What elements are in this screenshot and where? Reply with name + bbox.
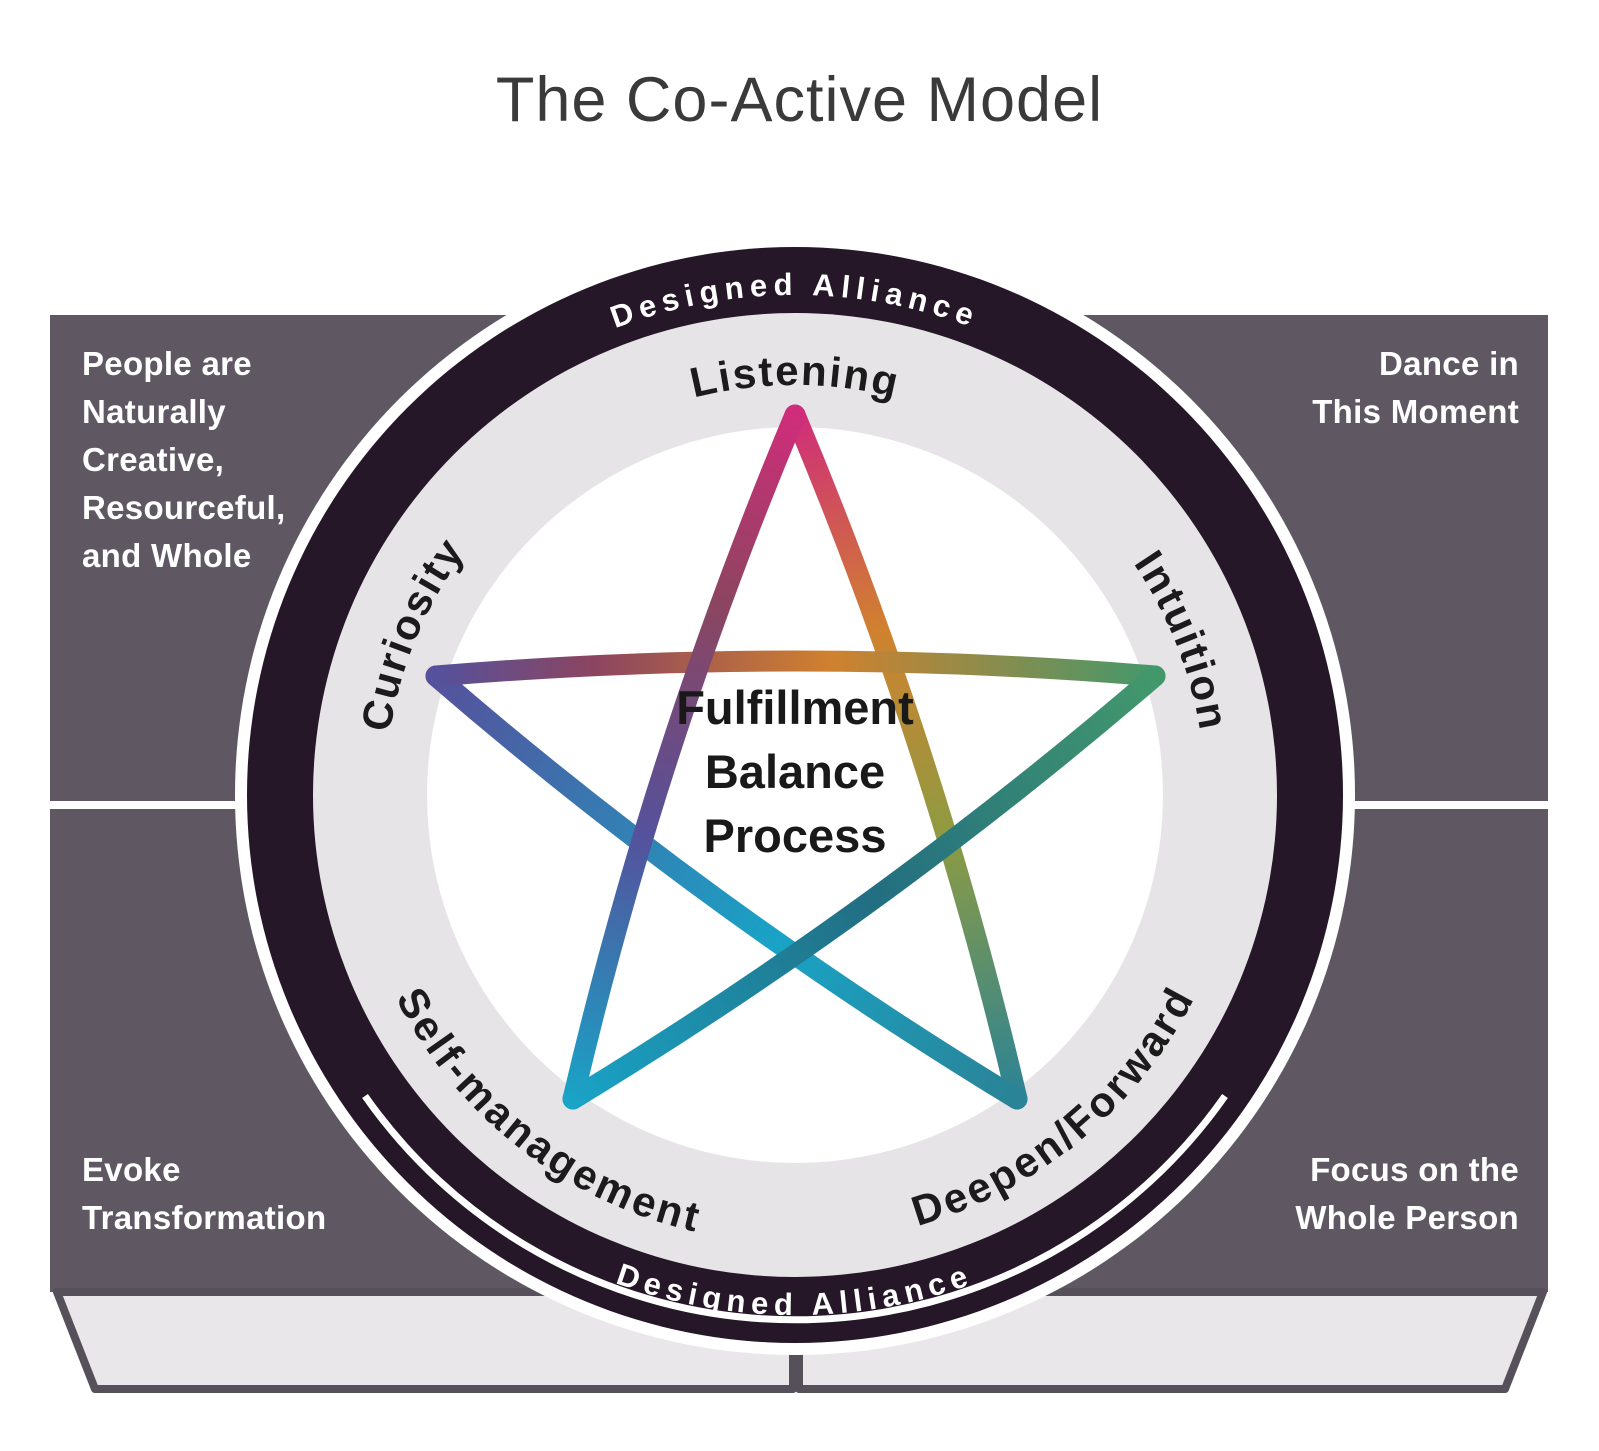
- quadrant-text-people-are-ncrw: People are Naturally Creative, Resourcef…: [82, 345, 286, 574]
- center-label-balance: Balance: [705, 745, 885, 798]
- star-chord-top-to-bottomright: [784, 404, 1028, 1110]
- page-title: The Co-Active Model: [495, 65, 1104, 135]
- quadrant-text-focus-whole-person: Focus on the Whole Person: [1295, 1151, 1519, 1236]
- star-chord-bottomleft-to-top: [562, 404, 806, 1110]
- quadrant-text-dance-in-this-moment: Dance in This Moment: [1312, 345, 1519, 430]
- star-chord-left-to-right: [425, 650, 1166, 687]
- center-label-fulfillment: Fulfillment: [676, 681, 914, 734]
- quadrant-text-evoke-transformation: Evoke Transformation: [82, 1151, 327, 1236]
- ring-bottom-accent-arc: [362, 1093, 1228, 1324]
- star-chord-bottomright-to-left: [425, 665, 1028, 1110]
- co-active-star-icon: [425, 404, 1166, 1110]
- center-label-process: Process: [704, 809, 887, 862]
- star-chord-right-to-bottomleft: [562, 665, 1166, 1110]
